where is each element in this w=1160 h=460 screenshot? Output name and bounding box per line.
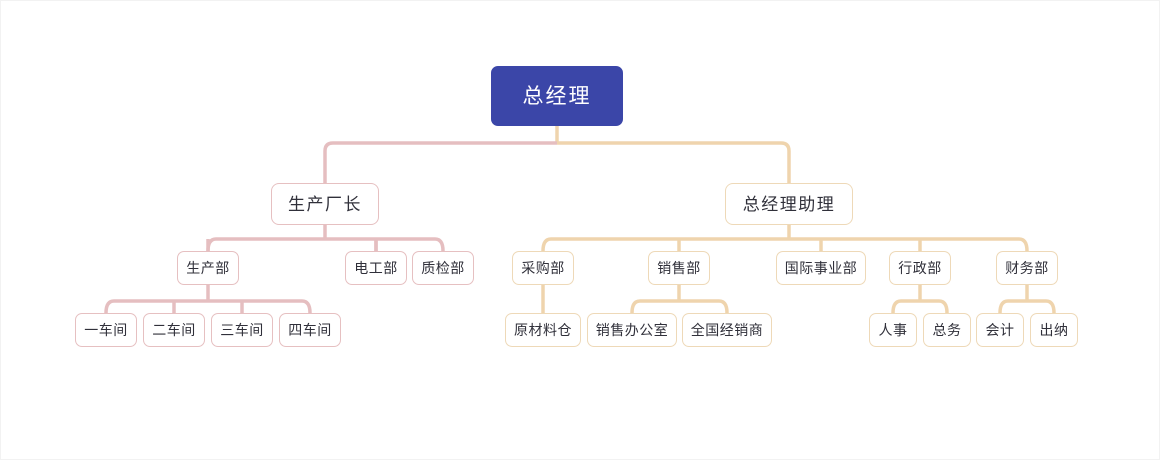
edge-root-to-production-chief xyxy=(323,141,557,183)
node-gm-assistant[interactable]: 总经理助理 xyxy=(725,183,853,225)
node-production-dept[interactable]: 生产部 xyxy=(177,251,239,285)
node-production-chief[interactable]: 生产厂长 xyxy=(271,183,379,225)
node-human-resources[interactable]: 人事 xyxy=(869,313,917,347)
edge-production-chief-bar xyxy=(206,237,445,252)
node-sales-office[interactable]: 销售办公室 xyxy=(587,313,677,347)
node-international-dept[interactable]: 国际事业部 xyxy=(776,251,866,285)
node-cashier[interactable]: 出纳 xyxy=(1030,313,1078,347)
edge-gm-assistant-bar xyxy=(541,237,1029,252)
node-raw-material-warehouse[interactable]: 原材料仓 xyxy=(505,313,581,347)
node-general-manager[interactable]: 总经理 xyxy=(491,66,623,126)
edge-finance-bar xyxy=(998,299,1056,314)
node-purchasing-dept[interactable]: 采购部 xyxy=(512,251,574,285)
edge-root-to-gm-assistant xyxy=(557,141,791,183)
node-electric-dept[interactable]: 电工部 xyxy=(345,251,407,285)
node-sales-dept[interactable]: 销售部 xyxy=(648,251,710,285)
node-accounting[interactable]: 会计 xyxy=(976,313,1024,347)
node-national-distributor[interactable]: 全国经销商 xyxy=(682,313,772,347)
node-finance-dept[interactable]: 财务部 xyxy=(996,251,1058,285)
node-general-affairs[interactable]: 总务 xyxy=(923,313,971,347)
node-administration-dept[interactable]: 行政部 xyxy=(889,251,951,285)
node-workshop-2[interactable]: 二车间 xyxy=(143,313,205,347)
node-workshop-1[interactable]: 一车间 xyxy=(75,313,137,347)
edge-sales-bar xyxy=(630,299,729,314)
node-quality-dept[interactable]: 质检部 xyxy=(412,251,474,285)
node-workshop-4[interactable]: 四车间 xyxy=(279,313,341,347)
node-workshop-3[interactable]: 三车间 xyxy=(211,313,273,347)
edge-workshop-bar xyxy=(104,299,312,314)
edge-admin-bar xyxy=(891,299,949,314)
